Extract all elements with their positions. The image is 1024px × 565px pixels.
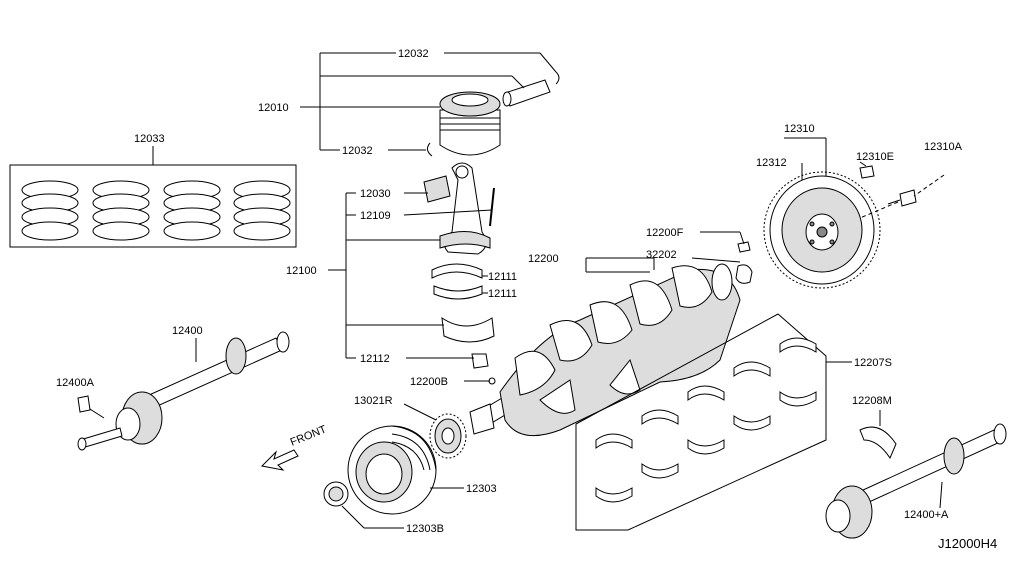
label-12303: 12303	[466, 483, 497, 495]
snap-ring-lower	[426, 142, 433, 157]
part-labels: 12032 12010 12032 12033 12030 12109 1210…	[56, 48, 963, 535]
label-12310: 12310	[784, 123, 815, 135]
rod-bolt	[489, 187, 495, 227]
diagram-id: J12000H4	[938, 536, 997, 551]
label-12200F: 12200F	[646, 227, 684, 239]
flywheel-dowel	[859, 165, 875, 179]
pilot-bushing	[735, 264, 753, 284]
label-12208M: 12208M	[852, 395, 892, 407]
crank-plug	[737, 241, 751, 253]
balancer-shaft-right	[825, 423, 1007, 539]
piston-pin	[502, 79, 551, 107]
label-12400A: 12400A	[56, 377, 95, 389]
connecting-rod	[439, 162, 491, 255]
label-12200: 12200	[528, 253, 559, 265]
label-12030: 12030	[360, 188, 391, 200]
label-32202: 32202	[646, 249, 677, 261]
label-13021R: 13021R	[354, 395, 393, 407]
label-12112: 12112	[360, 353, 390, 365]
label-12033: 12033	[134, 133, 165, 145]
label-12303B: 12303B	[406, 523, 444, 535]
pulley-bolt	[323, 481, 349, 507]
front-direction-arrow	[260, 449, 299, 471]
label-12111-upper: 12111	[488, 271, 517, 283]
label-12310E: 12310E	[856, 151, 894, 163]
crank-pulley	[347, 425, 437, 515]
front-label: FRONT	[289, 423, 329, 448]
balancer-shaft-left	[77, 331, 290, 451]
label-12400: 12400	[172, 325, 203, 337]
rod-nut	[471, 353, 489, 369]
label-12100: 12100	[286, 265, 317, 277]
crank-sprocket	[429, 413, 467, 459]
leader-lines	[195, 52, 945, 529]
snap-ring-upper	[555, 71, 560, 85]
rod-bearing-upper	[431, 263, 483, 279]
crankshaft	[469, 263, 741, 437]
label-12032-top: 12032	[398, 48, 429, 60]
label-12310A: 12310A	[924, 141, 963, 153]
piston	[439, 91, 501, 156]
piston-ring-set	[9, 146, 297, 248]
rod-bush	[423, 175, 451, 203]
label-12010: 12010	[258, 102, 289, 114]
label-12109: 12109	[360, 210, 391, 222]
flywheel-bolt	[887, 189, 917, 207]
label-12200B: 12200B	[410, 376, 448, 388]
rod-bearing-lower	[433, 285, 483, 300]
flywheel	[763, 171, 881, 289]
balancer-bolt	[77, 395, 105, 419]
label-12207S: 12207S	[854, 357, 892, 369]
label-12032-bottom: 12032	[342, 145, 373, 157]
label-12312: 12312	[756, 157, 787, 169]
rod-cap	[441, 316, 495, 343]
main-bearing-set	[575, 313, 827, 531]
label-12111-lower: 12111	[488, 288, 517, 300]
thrust-washer	[859, 426, 897, 460]
label-12400plusA: 12400+A	[904, 509, 949, 521]
